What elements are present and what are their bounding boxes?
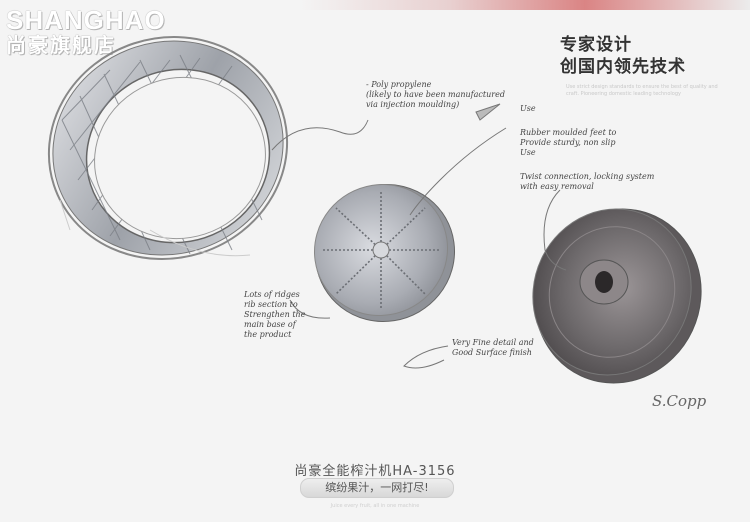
- brand-logo-en: SHANGHAO: [6, 5, 166, 35]
- brand-logo-cn: 尚豪旗舰店: [6, 33, 116, 57]
- section-heading: 专家设计 创国内领先技术: [560, 34, 686, 78]
- heading-line-1: 专家设计: [560, 35, 632, 55]
- annotation-twist-lock: Twist connection, locking system with ea…: [520, 172, 655, 191]
- annotation-use: Use: [520, 104, 536, 113]
- juicer-basket-sketch: [47, 36, 289, 260]
- heading-subtext: Use strict design standards to ensure th…: [566, 84, 718, 97]
- brand-logo[interactable]: SHANGHAO 尚豪旗舰店: [6, 6, 166, 56]
- product-title: 尚豪全能榨汁机HA-3156: [294, 464, 456, 479]
- top-accent-strip: [0, 0, 750, 10]
- annotation-surface-finish: Very Fine detail and Good Surface finish: [452, 338, 534, 357]
- product-fine-print: Juice every fruit, all in one machine: [330, 503, 420, 509]
- base-disc-sketch: [532, 208, 702, 384]
- grater-disc-sketch: [313, 183, 456, 323]
- heading-line-2: 创国内领先技术: [560, 57, 686, 77]
- annotation-ridges: Lots of ridges rib section to Strengthen…: [244, 290, 306, 339]
- annotation-rubber-feet: Rubber moulded feet to Provide sturdy, n…: [520, 128, 617, 157]
- product-slogan-pill: 缤纷果汁，一网打尽!: [300, 478, 454, 498]
- designer-signature: S.Copp: [652, 392, 707, 410]
- annotation-polypropylene: - Poly propylene (likely to have been ma…: [366, 80, 505, 109]
